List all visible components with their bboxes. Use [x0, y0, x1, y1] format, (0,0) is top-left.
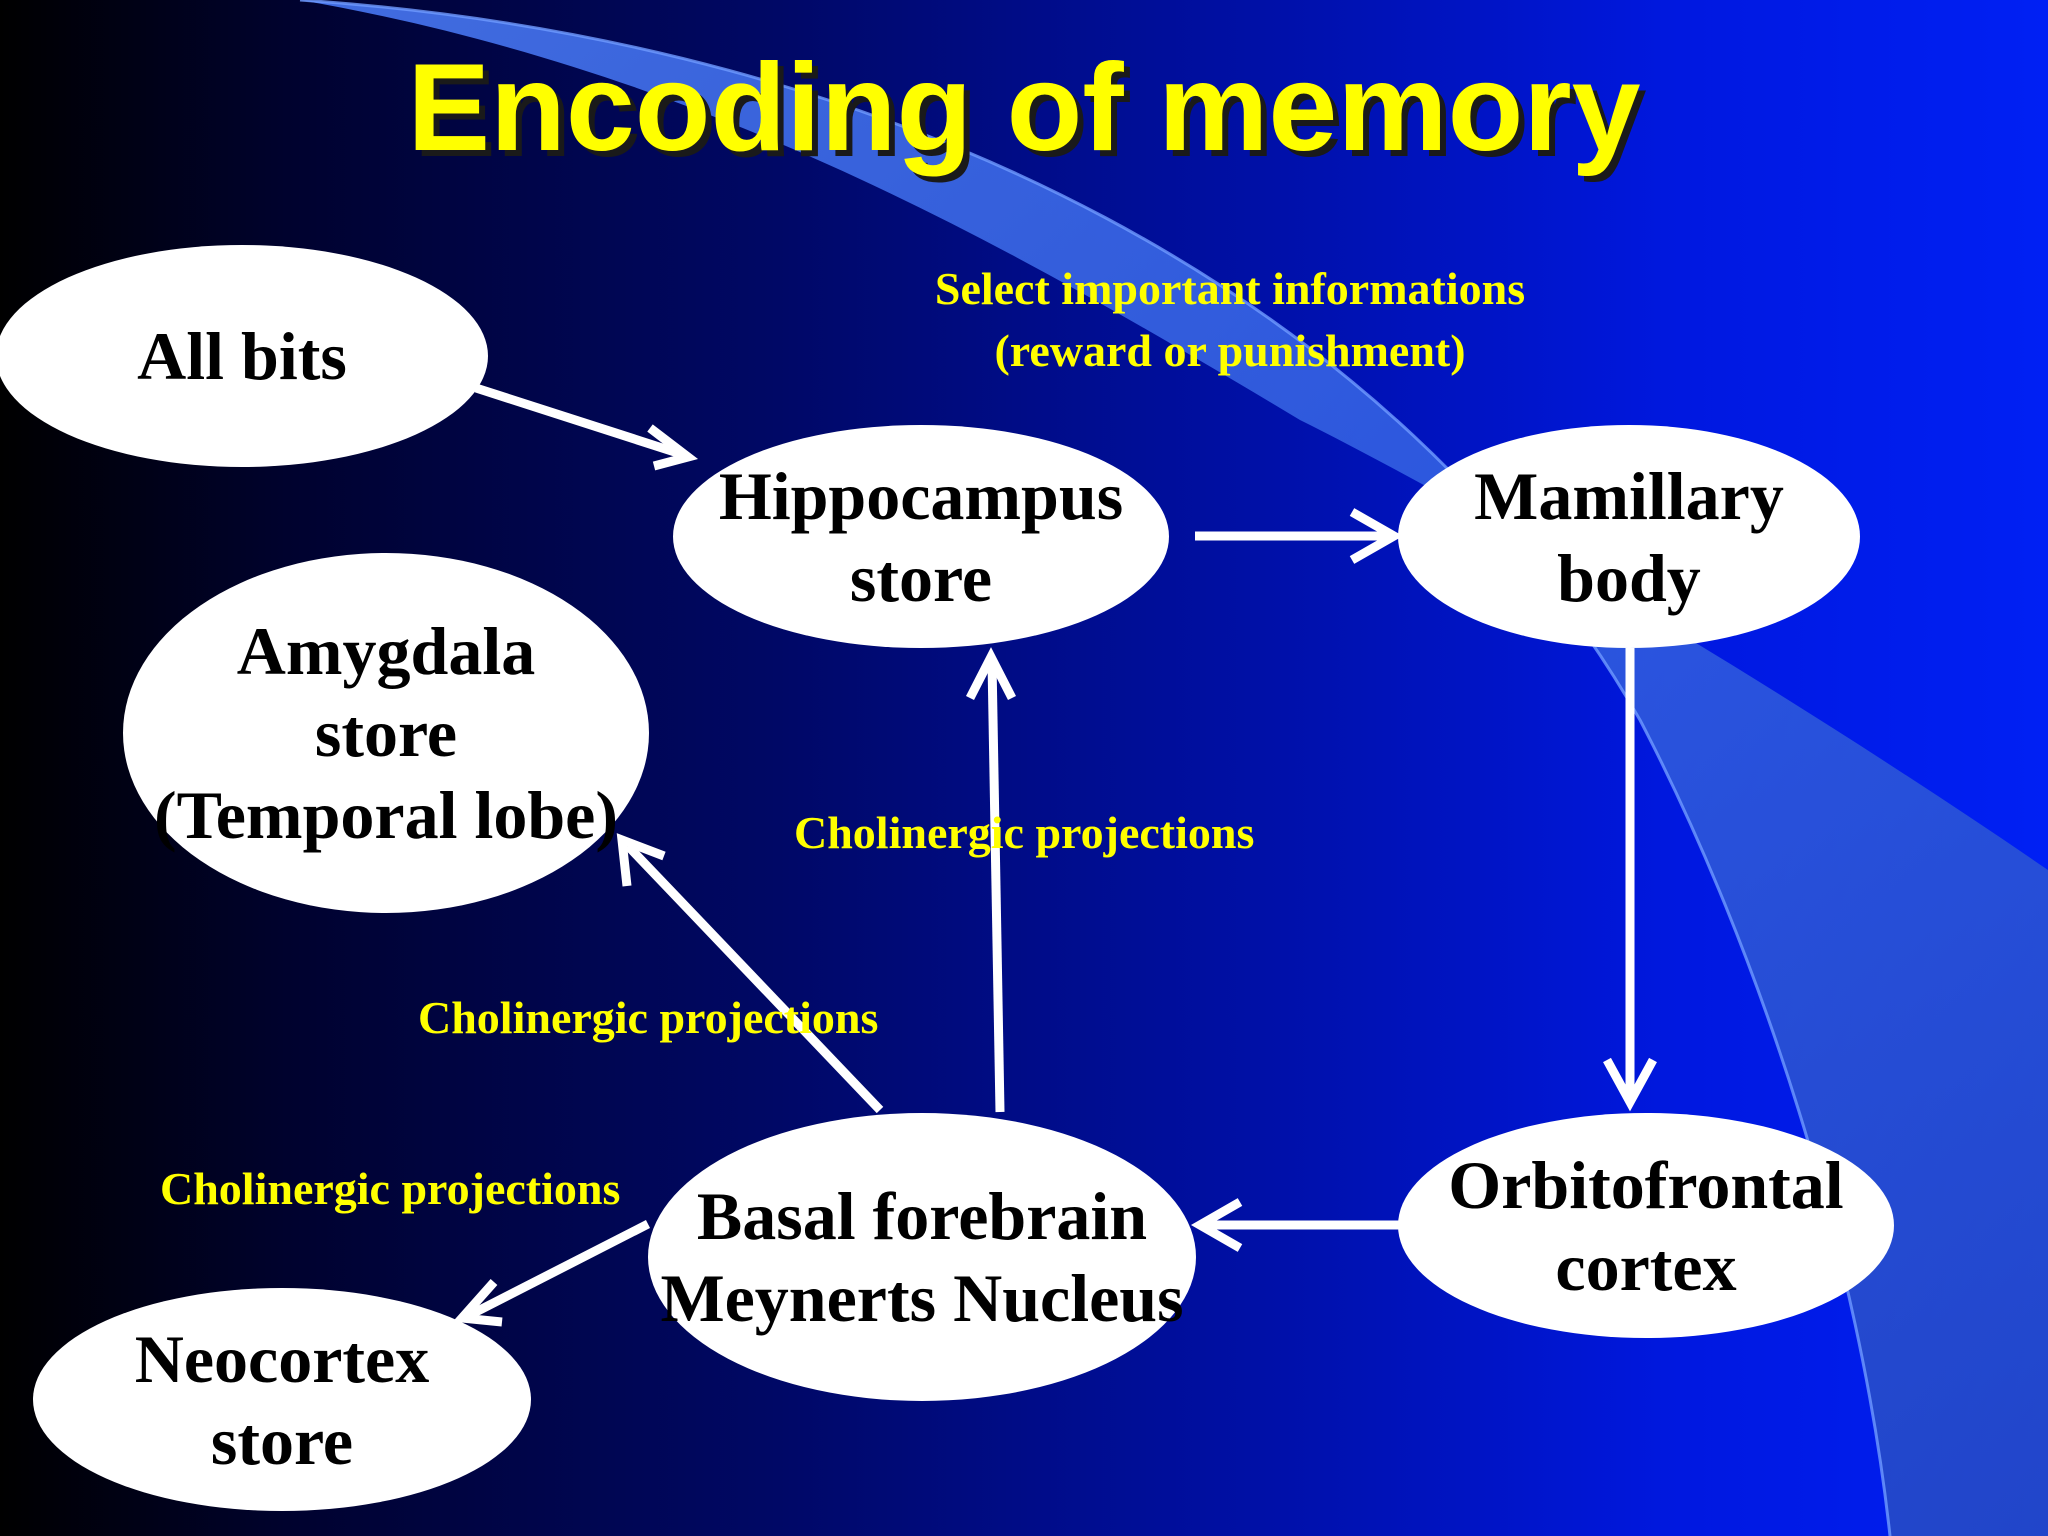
- arrow-basal-forebrain-to-amygdala: [616, 833, 884, 1114]
- node-neocortex-line-2: store: [210, 1402, 354, 1479]
- label-select-line-2: (reward or punishment): [994, 325, 1466, 376]
- label-cholinergic-hippocampus: Cholinergic projections: [794, 807, 1255, 858]
- node-mamillary-line-2: body: [1557, 539, 1701, 616]
- label-select-line-1: Select important informations: [934, 263, 1526, 314]
- node-hippocampus-line-1: Hippocampus: [718, 457, 1124, 534]
- arrow-mamillary-to-orbitofrontal: [1603, 648, 1657, 1112]
- slide-title: Encoding of memory: [407, 39, 1641, 177]
- node-orbitofrontal-line-1: Orbitofrontal: [1448, 1146, 1844, 1223]
- node-mamillary-body: Mamillary body: [1398, 425, 1860, 648]
- node-all-bits-line-1: All bits: [137, 318, 347, 394]
- arrow-basal-forebrain-to-neocortex: [452, 1219, 651, 1327]
- node-neocortex-line-1: Neocortex: [134, 1320, 430, 1397]
- node-amygdala-line-3: (Temporal lobe): [153, 777, 618, 853]
- node-neocortex-store: Neocortex store: [33, 1288, 531, 1511]
- node-basal-forebrain-line-1: Basal forebrain: [696, 1178, 1148, 1254]
- arrow-orbitofrontal-to-basal-forebrain: [1190, 1198, 1400, 1252]
- node-basal-forebrain-line-2: Meynerts Nucleus: [660, 1260, 1184, 1336]
- arrow-allbits-to-hippocampus: [474, 383, 699, 471]
- arrow-hippocampus-to-mamillary: [1195, 508, 1404, 564]
- node-all-bits: All bits: [0, 245, 488, 467]
- node-amygdala-line-1: Amygdala: [236, 613, 536, 689]
- label-cholinergic-neocortex: Cholinergic projections: [160, 1163, 621, 1214]
- label-cholinergic-amygdala: Cholinergic projections: [418, 992, 879, 1043]
- node-orbitofrontal-cortex: Orbitofrontal cortex: [1398, 1113, 1894, 1338]
- node-hippocampus-store: Hippocampus store: [673, 425, 1169, 648]
- swoosh-shape: [300, 0, 2048, 1536]
- arrow-basal-forebrain-to-hippocampus: [965, 647, 1017, 1113]
- node-orbitofrontal-line-2: cortex: [1555, 1228, 1737, 1305]
- label-select-important: Select important informations (reward or…: [880, 258, 1580, 382]
- node-mamillary-line-1: Mamillary: [1474, 457, 1784, 534]
- node-amygdala-store: Amygdala store (Temporal lobe): [123, 553, 649, 913]
- node-basal-forebrain: Basal forebrain Meynerts Nucleus: [648, 1113, 1196, 1401]
- node-amygdala-line-2: store: [314, 695, 458, 771]
- node-hippocampus-line-2: store: [849, 539, 993, 616]
